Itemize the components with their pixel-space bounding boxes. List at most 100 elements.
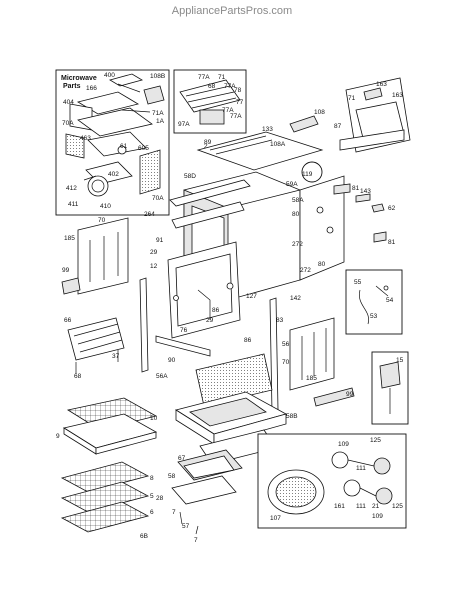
label-68: 68 bbox=[208, 83, 216, 90]
label-127: 127 bbox=[246, 293, 257, 300]
oven-rack-lower bbox=[60, 501, 150, 533]
convection-fan-inset: 109 125 111 161 111 21 109 125 107 bbox=[257, 433, 407, 529]
label-109-b: 109 bbox=[372, 513, 383, 520]
label-161: 161 bbox=[334, 503, 345, 510]
broil-pan-group: 10 9 bbox=[56, 397, 158, 455]
label-81-b: 81 bbox=[388, 239, 396, 246]
label-55: 55 bbox=[354, 279, 362, 286]
label-7: 7 bbox=[172, 509, 176, 516]
label-80-b: 80 bbox=[318, 261, 326, 268]
label-97a: 97A bbox=[178, 121, 190, 128]
right-side-parts: 119 81 143 62 81 bbox=[301, 161, 396, 246]
label-77a-2: 77A bbox=[224, 83, 236, 90]
label-29: 29 bbox=[150, 249, 158, 256]
fan-motor-a bbox=[373, 457, 391, 475]
label-21: 21 bbox=[372, 503, 380, 510]
fan-motor-b bbox=[375, 487, 393, 505]
label-56a: 56A bbox=[156, 373, 168, 380]
label-404: 404 bbox=[63, 99, 74, 106]
label-6b: 6B bbox=[140, 533, 148, 540]
bottom-insulation bbox=[195, 353, 273, 407]
microwave-part-108b bbox=[143, 85, 165, 105]
label-108b: 108B bbox=[150, 73, 165, 80]
label-53: 53 bbox=[370, 313, 378, 320]
label-61: 61 bbox=[120, 143, 128, 150]
right-side-panel-group: 70 185 99 bbox=[282, 317, 355, 407]
fan-blade-a bbox=[331, 451, 349, 469]
microwave-part-411 bbox=[87, 175, 109, 197]
part-143 bbox=[355, 193, 371, 203]
label-400: 400 bbox=[104, 72, 115, 79]
label-107: 107 bbox=[270, 515, 281, 522]
label-1a: 1A bbox=[156, 118, 165, 125]
label-99-a: 99 bbox=[62, 267, 70, 274]
label-125-b: 125 bbox=[392, 503, 403, 510]
side-trim-56 bbox=[269, 297, 279, 413]
part-99-left bbox=[61, 277, 81, 295]
right-side-panel bbox=[289, 317, 335, 391]
label-37: 37 bbox=[112, 353, 120, 360]
label-86b: 86 bbox=[244, 337, 252, 344]
left-side-panel bbox=[77, 217, 129, 295]
label-66: 66 bbox=[64, 317, 72, 324]
fan-motor-119 bbox=[301, 161, 323, 183]
label-58: 58 bbox=[168, 473, 176, 480]
front-trim-90 bbox=[155, 335, 211, 357]
watermark: AppliancePartsPros.com bbox=[172, 5, 292, 17]
cavity-side-panel bbox=[299, 175, 345, 281]
control-board-inset: 77A 71 68 77A 78 97A 77A 77 77A bbox=[173, 69, 247, 134]
label-108: 108 bbox=[314, 109, 325, 116]
label-71: 71 bbox=[218, 74, 226, 81]
label-81-a: 81 bbox=[352, 185, 360, 192]
bake-element-group: 66 37 68 bbox=[64, 317, 125, 380]
label-77: 77 bbox=[236, 99, 244, 106]
door-trim-91 bbox=[171, 201, 245, 229]
door-trim-264 bbox=[169, 179, 251, 207]
label-8: 8 bbox=[150, 475, 154, 482]
label-163-b: 163 bbox=[392, 92, 403, 99]
label-463: 463 bbox=[80, 135, 91, 142]
label-83: 83 bbox=[276, 317, 284, 324]
control-board-bracket bbox=[199, 109, 225, 125]
label-410: 410 bbox=[100, 203, 111, 210]
label-70a-right: 70A bbox=[152, 195, 164, 202]
label-78: 78 bbox=[234, 87, 242, 94]
label-87: 87 bbox=[334, 123, 342, 130]
label-58d: 58D bbox=[184, 173, 196, 180]
oven-racks-group: 8 5 6 6B bbox=[60, 461, 154, 540]
inset-title-line1: Microwave bbox=[61, 75, 97, 82]
label-7b: 7 bbox=[194, 537, 198, 544]
label-77a-1: 77A bbox=[198, 74, 210, 81]
label-5: 5 bbox=[150, 493, 154, 500]
label-111-a: 111 bbox=[356, 465, 366, 472]
label-67: 67 bbox=[178, 455, 186, 462]
label-142: 142 bbox=[290, 295, 301, 302]
label-119: 119 bbox=[302, 171, 313, 178]
vent-duct-108 bbox=[289, 115, 319, 133]
label-80-a: 80 bbox=[292, 211, 300, 218]
back-panel-vent bbox=[363, 87, 383, 101]
heater-28 bbox=[171, 475, 237, 505]
microwave-part-400 bbox=[108, 73, 144, 87]
label-77a-4: 77A bbox=[230, 113, 242, 120]
label-58b: 58B bbox=[286, 413, 298, 420]
microwave-parts-inset: Microwave Parts 400 108B 166 404 71A 1A … bbox=[55, 69, 170, 216]
left-side-panel-group: 70 185 99 bbox=[61, 217, 129, 295]
label-166: 166 bbox=[86, 85, 97, 92]
label-59a: 59A bbox=[286, 181, 298, 188]
label-70: 70 bbox=[98, 217, 106, 224]
label-71-right: 71 bbox=[348, 95, 356, 102]
label-10: 10 bbox=[150, 415, 158, 422]
label-605: 605 bbox=[138, 145, 149, 152]
label-15: 15 bbox=[396, 357, 404, 364]
door-gasket-inner bbox=[175, 253, 233, 327]
label-68-b: 68 bbox=[74, 373, 82, 380]
label-143: 143 bbox=[360, 188, 371, 195]
wiring-inset: 55 54 53 bbox=[345, 269, 403, 335]
label-62: 62 bbox=[388, 205, 396, 212]
label-89: 89 bbox=[204, 139, 212, 146]
label-70-b: 70 bbox=[282, 359, 290, 366]
oven-rack-middle bbox=[60, 481, 150, 513]
top-frame bbox=[196, 131, 324, 171]
